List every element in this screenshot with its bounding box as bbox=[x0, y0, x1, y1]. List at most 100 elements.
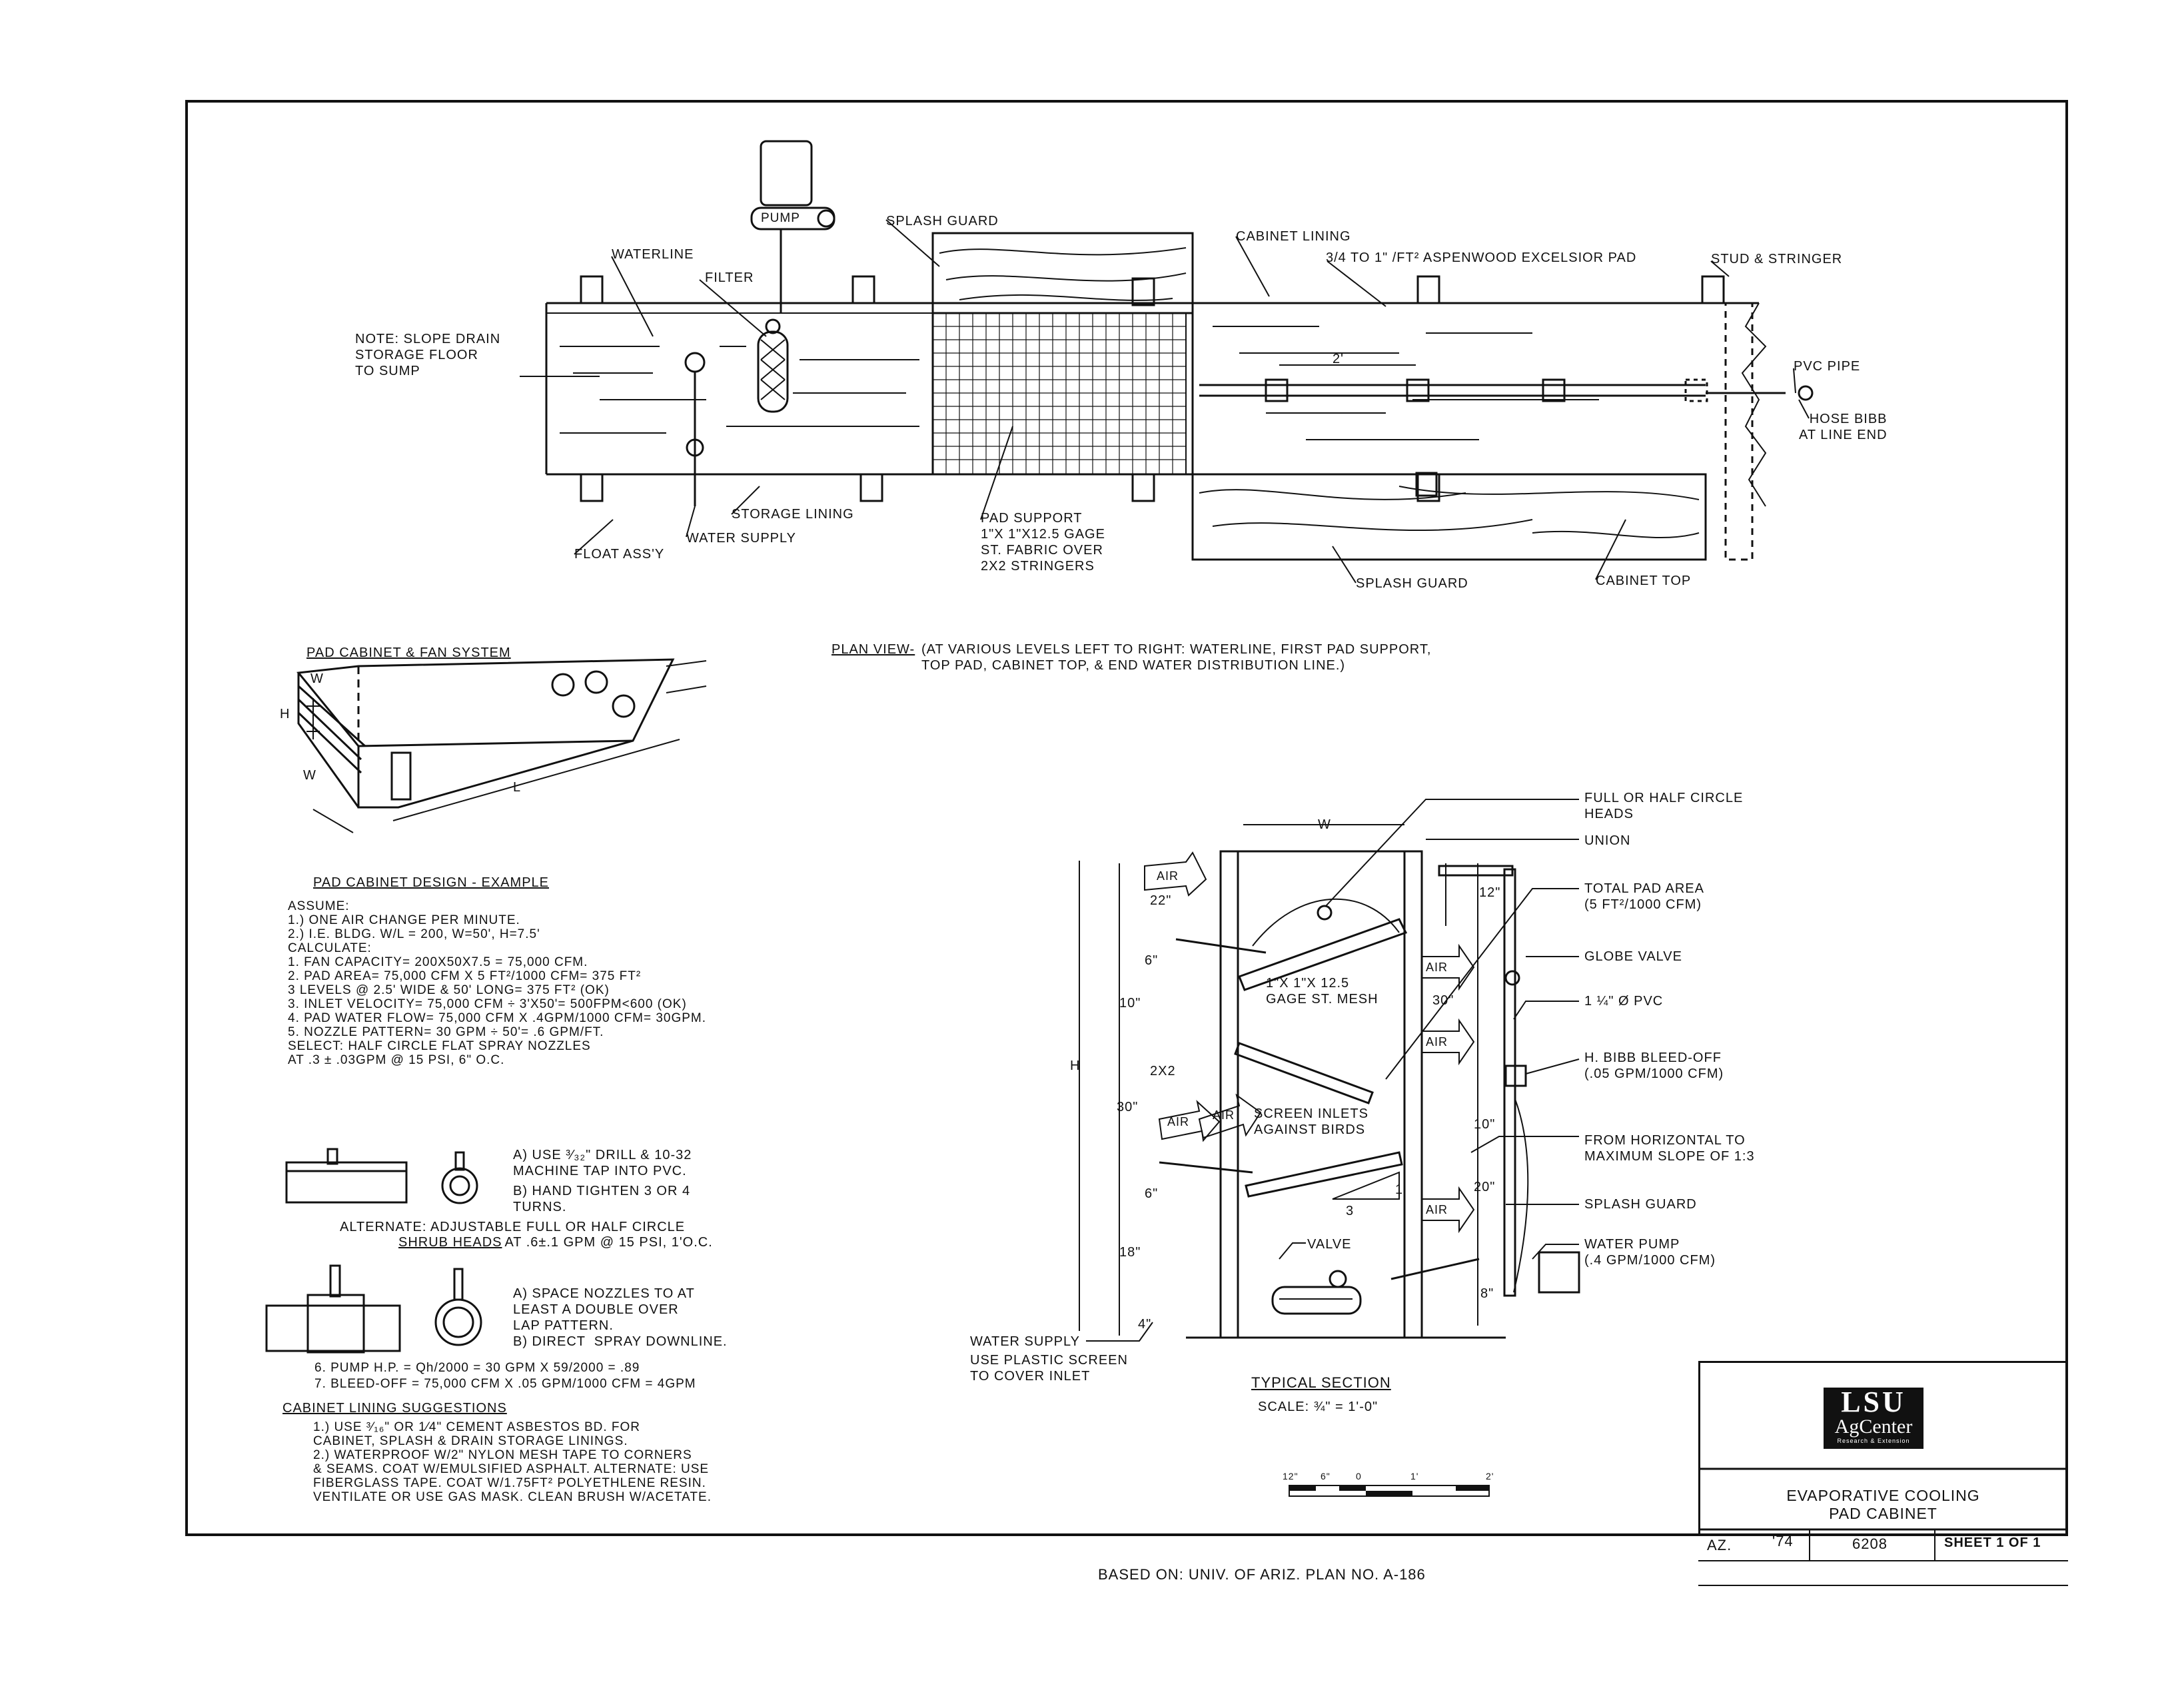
section-globe-valve-label: GLOBE VALVE bbox=[1584, 949, 1682, 964]
section-full-half-circle-label: FULL OR HALF CIRCLE HEADS bbox=[1584, 791, 1744, 821]
section-dim-20: 20" bbox=[1474, 1180, 1496, 1194]
section-slope-1: 1 bbox=[1395, 1182, 1404, 1197]
air-label-1: AIR bbox=[1157, 869, 1179, 883]
section-dim-30b: 30" bbox=[1432, 993, 1454, 1008]
section-plastic-screen-label: USE PLASTIC SCREEN TO COVER INLET bbox=[970, 1353, 1128, 1384]
alternate-note: ALTERNATE: ADJUSTABLE FULL OR HALF CIRCL… bbox=[340, 1220, 686, 1234]
logo-text-agcenter: AgCenter bbox=[1834, 1416, 1913, 1438]
waterline-label: WATERLINE bbox=[612, 247, 694, 262]
design-example-body: ASSUME: 1.) ONE AIR CHANGE PER MINUTE. 2… bbox=[288, 899, 707, 1067]
section-union-label: UNION bbox=[1584, 833, 1631, 848]
section-dim-10b: 10" bbox=[1474, 1117, 1496, 1132]
air-label-3: AIR bbox=[1426, 1035, 1448, 1049]
section-water-pump-label: WATER PUMP (.4 GPM/1000 CFM) bbox=[1584, 1237, 1716, 1268]
plan-view-caption-title: PLAN VIEW- bbox=[831, 642, 915, 657]
typical-section-scale: SCALE: ¾" = 1'-0" bbox=[1258, 1400, 1378, 1414]
plan-view-caption-text: (AT VARIOUS LEVELS LEFT TO RIGHT: WATERL… bbox=[921, 642, 1432, 673]
scale-label-0: 0 bbox=[1356, 1471, 1362, 1481]
section-dim-6b: 6" bbox=[1145, 1186, 1159, 1201]
typical-section-drawing bbox=[1079, 799, 1580, 1342]
scale-bar-drawing bbox=[1289, 1485, 1490, 1497]
section-slope-label: FROM HORIZONTAL TO MAXIMUM SLOPE OF 1:3 bbox=[1584, 1133, 1755, 1164]
air-label-5: AIR bbox=[1167, 1115, 1190, 1128]
section-dim-12: 12" bbox=[1479, 885, 1501, 900]
water-supply-label: WATER SUPPLY bbox=[686, 531, 796, 546]
air-label-6: AIR bbox=[1426, 1203, 1448, 1216]
drawing-border bbox=[185, 100, 2068, 1536]
pvc-pipe-label: PVC PIPE bbox=[1794, 359, 1861, 374]
fan-dim-w-top: W bbox=[310, 671, 324, 686]
scale-label-1ft: 1' bbox=[1410, 1471, 1419, 1481]
section-slope-3: 3 bbox=[1346, 1204, 1355, 1218]
cabinet-lining-label: CABINET LINING bbox=[1236, 229, 1351, 244]
stud-stringer-label: STUD & STRINGER bbox=[1711, 252, 1843, 266]
title-block-lines bbox=[1698, 1468, 2068, 1586]
fan-dim-h: H bbox=[280, 707, 290, 721]
spacing-label: 2' bbox=[1333, 352, 1344, 366]
pump-label: PUMP bbox=[761, 211, 800, 225]
section-dim-6a: 6" bbox=[1145, 953, 1159, 968]
title-block-year: '74 bbox=[1772, 1533, 1794, 1549]
section-dim-10a: 10" bbox=[1119, 996, 1141, 1011]
lining-title: CABINET LINING SUGGESTIONS bbox=[282, 1401, 507, 1416]
pump-hp-note: 6. PUMP H.P. = Qh/2000 = 30 GPM X 59/200… bbox=[314, 1361, 640, 1375]
section-dim-30a: 30" bbox=[1117, 1100, 1139, 1114]
bleed-off-note: 7. BLEED-OFF = 75,000 CFM X .05 GPM/1000… bbox=[314, 1377, 696, 1391]
nozzle-note-b1: B) HAND TIGHTEN 3 OR 4 TURNS. bbox=[513, 1184, 691, 1214]
section-bleed-off-label: H. BIBB BLEED-OFF (.05 GPM/1000 CFM) bbox=[1584, 1051, 1724, 1081]
shrub-heads-label: SHRUB HEADS bbox=[398, 1235, 502, 1250]
title-block-sheet: SHEET 1 OF 1 bbox=[1944, 1535, 2041, 1550]
section-2x2-label: 2X2 bbox=[1150, 1064, 1176, 1078]
section-screen-inlets-label: SCREEN INLETS AGAINST BIRDS bbox=[1254, 1106, 1368, 1137]
hose-bibb-label: HOSE BIBB AT LINE END bbox=[1799, 412, 1888, 442]
section-dim-8: 8" bbox=[1480, 1286, 1494, 1301]
section-total-pad-area-label: TOTAL PAD AREA (5 FT²/1000 CFM) bbox=[1584, 881, 1704, 912]
fan-dim-w: W bbox=[303, 768, 316, 783]
plan-view-drawing bbox=[520, 140, 1814, 584]
section-mesh-label: 1"X 1"X 12.5 GAGE ST. MESH bbox=[1266, 976, 1378, 1007]
scale-label-2ft: 2' bbox=[1486, 1471, 1494, 1481]
lining-body: 1.) USE ³⁄₁₆" OR 1⁄4" CEMENT ASBESTOS BD… bbox=[313, 1420, 712, 1504]
scale-label-12in: 12" bbox=[1283, 1471, 1299, 1481]
section-dim-22: 22" bbox=[1150, 893, 1172, 908]
nozzle-note-b2: B) DIRECT SPRAY DOWNLINE. bbox=[513, 1334, 728, 1349]
scale-label-6in: 6" bbox=[1321, 1471, 1331, 1481]
air-label-4: AIR bbox=[1213, 1108, 1235, 1122]
float-assy-label: FLOAT ASS'Y bbox=[574, 547, 665, 562]
air-label-2: AIR bbox=[1426, 961, 1448, 974]
pad-support-label: PAD SUPPORT 1"X 1"X12.5 GAGE ST. FABRIC … bbox=[981, 511, 1105, 574]
filter-label: FILTER bbox=[705, 270, 754, 285]
splash-guard-top-label: SPLASH GUARD bbox=[886, 214, 999, 228]
section-water-supply-label: WATER SUPPLY bbox=[970, 1334, 1080, 1349]
title-block-plan-number: 6208 bbox=[1852, 1535, 1888, 1552]
title-block bbox=[1698, 1361, 2068, 1536]
nozzle-note-a1: A) USE ³⁄₃₂" DRILL & 10-32 MACHINE TAP I… bbox=[513, 1148, 692, 1178]
title-block-state: AZ. bbox=[1707, 1537, 1732, 1553]
fan-system-title: PAD CABINET & FAN SYSTEM bbox=[306, 645, 511, 660]
fan-system-drawing bbox=[296, 658, 707, 833]
excelsior-pad-label: 3/4 TO 1" /FT² ASPENWOOD EXCELSIOR PAD bbox=[1326, 250, 1637, 265]
splash-guard-bottom-label: SPLASH GUARD bbox=[1356, 576, 1468, 591]
nozzle-note-a2: A) SPACE NOZZLES TO AT LEAST A DOUBLE OV… bbox=[513, 1286, 695, 1333]
typical-section-title: TYPICAL SECTION bbox=[1251, 1374, 1391, 1391]
logo-text-lsu: LSU bbox=[1841, 1386, 1906, 1418]
note-slope-label: NOTE: SLOPE DRAIN STORAGE FLOOR TO SUMP bbox=[355, 332, 501, 378]
design-example-title: PAD CABINET DESIGN - EXAMPLE bbox=[313, 875, 550, 890]
cabinet-top-label: CABINET TOP bbox=[1596, 574, 1692, 588]
section-pvc-label: 1 ¼" Ø PVC bbox=[1584, 994, 1664, 1009]
section-dim-w: W bbox=[1318, 817, 1331, 832]
logo-text-research: Research & Extension bbox=[1837, 1438, 1910, 1444]
section-dim-4: 4" bbox=[1138, 1317, 1152, 1332]
fan-dim-l: L bbox=[513, 780, 522, 795]
based-on-footer: BASED ON: UNIV. OF ARIZ. PLAN NO. A-186 bbox=[1098, 1566, 1426, 1583]
section-dim-h: H bbox=[1070, 1058, 1081, 1073]
lsu-agcenter-logo: LSU AgCenter Research & Extension bbox=[1824, 1388, 1923, 1449]
section-splash-guard-label: SPLASH GUARD bbox=[1584, 1197, 1697, 1212]
section-dim-18: 18" bbox=[1119, 1245, 1141, 1260]
drawing-title: EVAPORATIVE COOLING PAD CABINET bbox=[1786, 1487, 1980, 1522]
alternate-note-suffix: AT .6±.1 GPM @ 15 PSI, 1'O.C. bbox=[501, 1235, 713, 1250]
section-valve-label: VALVE bbox=[1307, 1237, 1352, 1252]
storage-lining-label: STORAGE LINING bbox=[732, 507, 854, 522]
nozzle-details-drawing bbox=[265, 1148, 482, 1354]
